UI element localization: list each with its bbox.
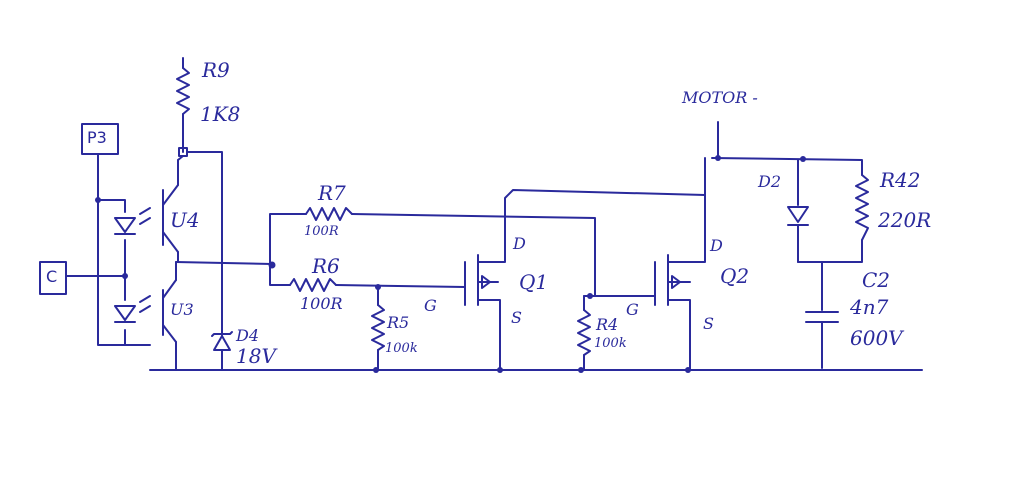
q2-name-label: Q2 [720,264,750,288]
q1-source-label: S [511,308,522,327]
u4-label: U4 [170,208,200,232]
r5-value-label: 100k [385,341,418,356]
mosfet-q2 [654,234,706,373]
resistor-r6 [289,278,466,292]
r7-name-label: R7 [318,181,346,205]
resistor-r42 [855,174,869,241]
phototransistor-u4 [162,159,179,263]
r5-name-label: R5 [387,313,410,332]
motor-node-wire [711,157,863,176]
c-connector-box [39,261,67,295]
resistor-r9 [176,57,190,157]
resistor-r7 [305,207,596,296]
r9-name-label: R9 [202,58,230,82]
c2-value-label: 4n7 [850,295,889,319]
r9-to-u4-wire [177,155,184,161]
u4-out-wire [175,261,273,265]
input-wiring [65,153,151,346]
d2-name-label: D2 [758,172,782,191]
q2-drain-label: D [710,236,723,255]
p3-connector-box [81,123,119,155]
q1-name-label: Q1 [519,270,549,294]
r42-name-label: R42 [880,168,921,192]
q2-gate-label: G [626,300,639,319]
resistor-r4 [577,293,656,373]
r42-value-label: 220R [878,208,932,232]
r9-value-label: 1K8 [200,102,241,126]
led-upper [114,207,151,235]
resistor-r5 [371,284,385,373]
c2-name-label: C2 [862,268,891,292]
r9-to-d4-wire [186,151,223,336]
q2-source-label: S [703,314,714,333]
r4-name-label: R4 [596,315,619,334]
capacitor-c2 [805,261,839,369]
r6-value-label: 100R [300,294,343,313]
r7-value-label: 100R [304,224,339,239]
q1-drain-label: D [513,234,526,253]
motor-label: MOTOR - [682,88,758,107]
c-label: C [46,267,58,286]
r7-left-wire [269,213,307,266]
phototransistor-u3 [162,261,177,371]
p3-label: P3 [87,128,107,147]
led-lower [114,295,151,323]
u3-label: U3 [170,300,194,319]
r6-left-wire [269,264,291,286]
zener-d4 [211,331,233,371]
r6-name-label: R6 [312,254,340,278]
c2-voltage-label: 600V [850,326,903,350]
d4-value-label: 18V [236,344,276,368]
diode-d2 [787,159,863,263]
d4-name-label: D4 [236,326,260,345]
q1-gate-label: G [424,296,437,315]
r4-value-label: 100k [594,336,627,351]
